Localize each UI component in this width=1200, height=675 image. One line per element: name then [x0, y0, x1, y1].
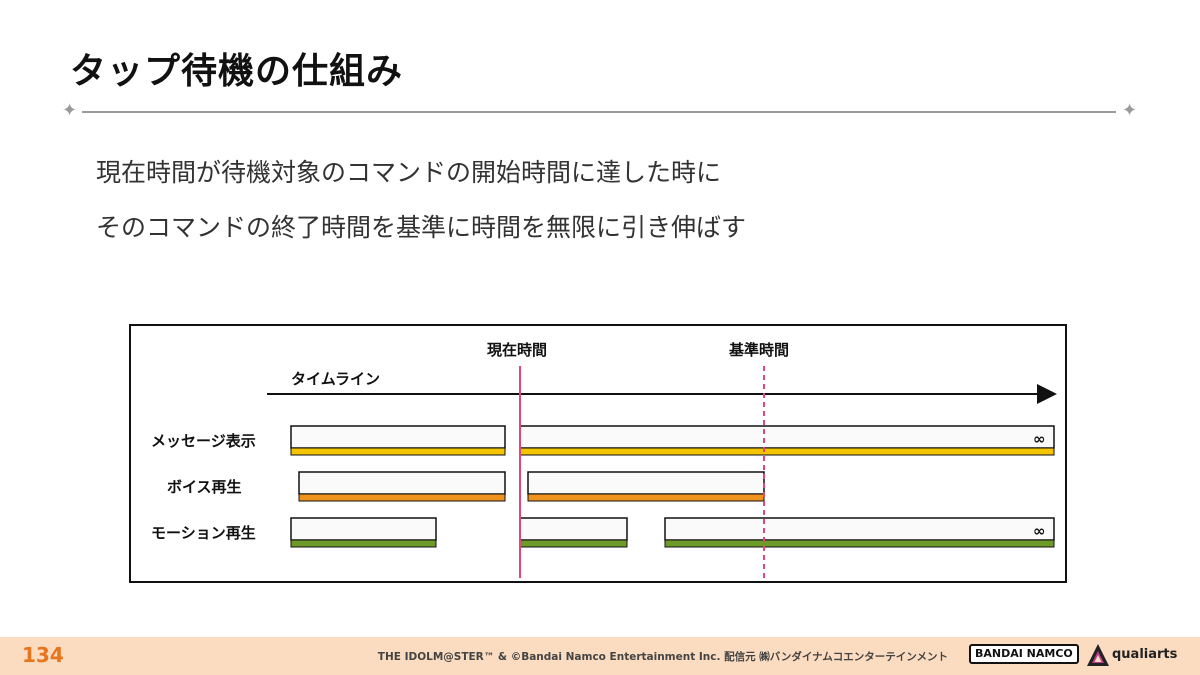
motion-bar-2: [519, 517, 628, 541]
message-track: ∞: [290, 425, 1055, 456]
voice-bar-1: [298, 471, 506, 495]
timeline-svg: タイムライン 現在時間 基準時間 メッセージ表示 ボイス再生 モーション再生 ∞: [151, 341, 1057, 578]
voice-bar-2: [527, 471, 765, 495]
slide-title: タップ待機の仕組み: [70, 51, 404, 92]
timeline-diagram: タイムライン 現在時間 基準時間 メッセージ表示 ボイス再生 モーション再生 ∞: [129, 324, 1067, 583]
motion-bar-1-accent: [290, 539, 437, 548]
body-line-2: そのコマンドの終了時間を基準に時間を無限に引き伸ばす: [96, 213, 747, 242]
page-number: 134: [22, 643, 64, 667]
motion-bar-2-accent: [519, 539, 628, 548]
track-label-message: メッセージ表示: [151, 432, 256, 450]
motion-track: ∞: [290, 517, 1055, 548]
title-divider: [82, 111, 1116, 113]
motion-bar-1: [290, 517, 437, 541]
sparkle-icon-left: ✦: [62, 100, 78, 121]
message-bar-2: [519, 425, 1055, 449]
voice-bar-1-accent: [298, 493, 506, 502]
message-bar-2-accent: [519, 447, 1055, 456]
current-time-label: 現在時間: [487, 341, 547, 359]
qualiarts-logo-text: qualiarts: [1112, 647, 1178, 662]
message-bar-1-accent: [290, 447, 506, 456]
motion-infinity-icon: ∞: [1033, 522, 1046, 540]
message-bar-1: [290, 425, 506, 449]
body-line-1: 現在時間が待機対象のコマンドの開始時間に達した時に: [96, 158, 722, 187]
motion-bar-3: [664, 517, 1055, 541]
message-infinity-icon: ∞: [1033, 430, 1046, 448]
reference-time-label: 基準時間: [728, 341, 789, 359]
footer-bar: 134 THE IDOLM@STER™ & ©Bandai Namco Ente…: [0, 637, 1200, 675]
motion-bar-3-accent: [664, 539, 1055, 548]
bandai-namco-logo: BANDAI NAMCO: [969, 644, 1079, 664]
voice-track: [298, 471, 765, 502]
copyright-text: THE IDOLM@STER™ & ©Bandai Namco Entertai…: [377, 651, 948, 663]
voice-bar-2-accent: [527, 493, 765, 502]
sparkle-icon-right: ✦: [1122, 100, 1138, 121]
track-label-motion: モーション再生: [151, 524, 256, 542]
track-label-voice: ボイス再生: [167, 478, 242, 496]
qualiarts-logo-icon: [1087, 644, 1109, 666]
timeline-label: タイムライン: [291, 370, 380, 388]
